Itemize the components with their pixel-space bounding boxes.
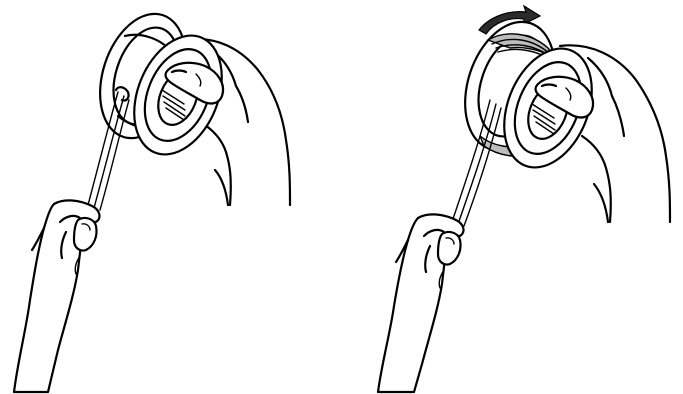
- panel-2-rotate-spool: [378, 6, 670, 392]
- panel-1-hold-spool: [14, 3, 290, 392]
- left-hand-1: [14, 200, 99, 392]
- left-hand-2: [378, 214, 463, 392]
